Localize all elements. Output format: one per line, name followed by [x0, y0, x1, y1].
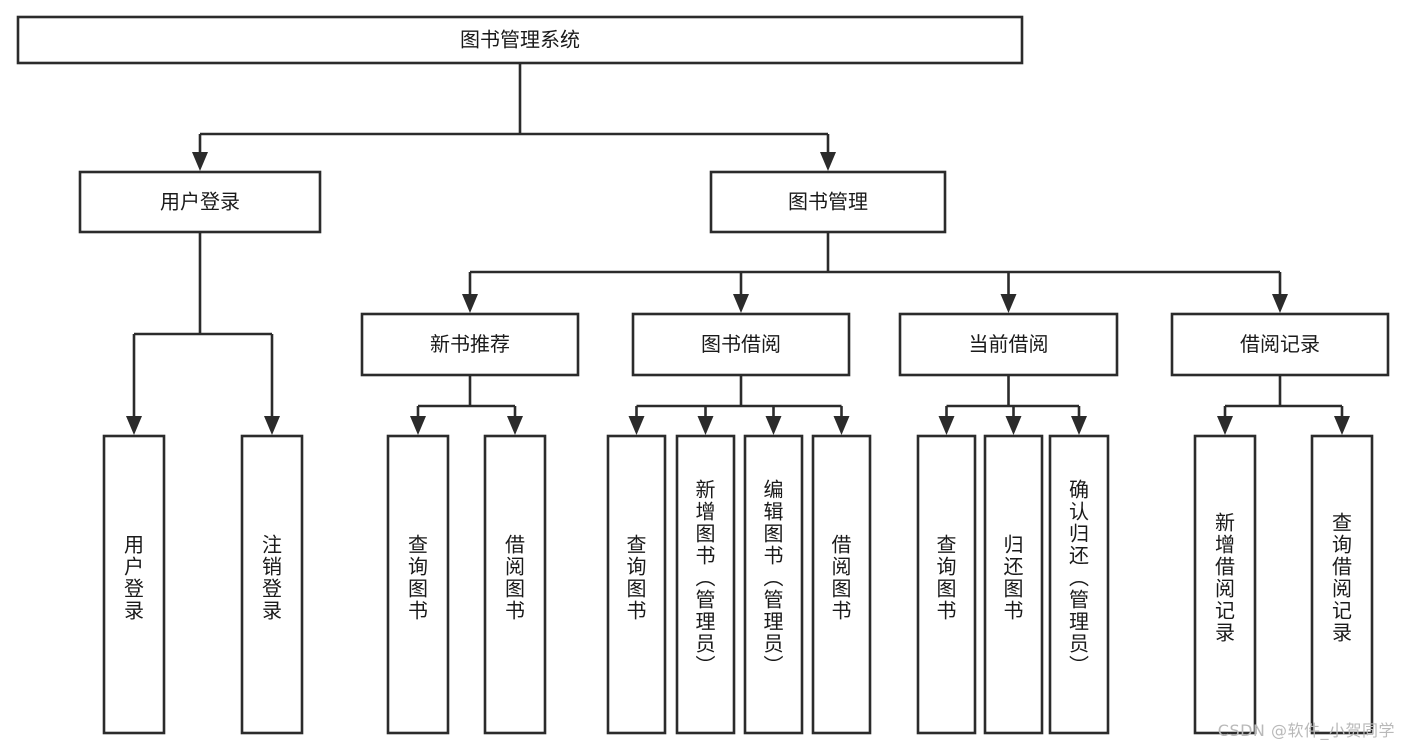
arrow-head-icon — [1217, 416, 1233, 435]
node-leaf-b-lend[interactable]: 借阅图书 — [811, 434, 872, 735]
arrow-head-icon — [126, 416, 142, 435]
node-box[interactable] — [240, 434, 304, 735]
node-label: 用户登录 — [124, 533, 144, 623]
node-l2-book[interactable]: 图书管理 — [709, 170, 947, 234]
node-box[interactable] — [1193, 434, 1257, 735]
node-box[interactable] — [483, 434, 547, 735]
node-leaf-user-login[interactable]: 用户登录 — [102, 434, 166, 735]
node-label: 查询图书 — [627, 533, 647, 623]
node-label: 查询图书 — [937, 533, 957, 623]
node-l2-user[interactable]: 用户登录 — [78, 170, 322, 234]
node-box[interactable] — [916, 434, 977, 735]
node-label: 注销登录 — [262, 533, 282, 623]
arrow-head-icon — [938, 416, 955, 435]
node-label: 归还图书 — [1004, 533, 1024, 623]
arrow-head-icon — [1071, 416, 1087, 435]
node-label: 当前借阅 — [969, 332, 1049, 356]
node-box[interactable] — [606, 434, 667, 735]
node-label: 查询图书 — [408, 533, 428, 623]
connector-layer — [126, 63, 1350, 435]
arrow-head-icon — [765, 416, 782, 435]
node-leaf-new-query[interactable]: 查询图书 — [386, 434, 450, 735]
node-label: 确认归还︵管理员︶ — [1069, 478, 1089, 678]
arrow-head-icon — [462, 294, 478, 313]
node-label: 查询借阅记录 — [1332, 511, 1352, 645]
arrow-head-icon — [697, 416, 714, 435]
csdn-watermark: CSDN @软件_小贺同学 — [1217, 721, 1395, 740]
node-label: 新增借阅记录 — [1215, 511, 1235, 645]
node-box[interactable] — [16, 15, 1024, 65]
node-box[interactable] — [1310, 434, 1374, 735]
node-box[interactable] — [102, 434, 166, 735]
arrow-head-icon — [1272, 294, 1288, 313]
node-leaf-c-query[interactable]: 查询图书 — [916, 434, 977, 735]
node-label: 图书借阅 — [701, 332, 781, 356]
arrow-head-icon — [264, 416, 280, 435]
arrow-head-icon — [1005, 416, 1022, 435]
node-box[interactable] — [983, 434, 1044, 735]
node-label: 新书推荐 — [430, 332, 510, 356]
arrow-head-icon — [507, 416, 523, 435]
node-box[interactable] — [1048, 434, 1110, 735]
node-box[interactable] — [743, 434, 804, 735]
node-leaf-b-add[interactable]: 新增图书︵管理员︶ — [675, 434, 736, 735]
node-leaf-c-confirm[interactable]: 确认归还︵管理员︶ — [1048, 434, 1110, 735]
node-label: 用户登录 — [160, 190, 240, 214]
arrow-head-icon — [192, 152, 208, 171]
node-label: 借阅图书 — [832, 533, 852, 623]
node-leaf-r-add[interactable]: 新增借阅记录 — [1193, 434, 1257, 735]
node-l3-new[interactable]: 新书推荐 — [360, 312, 580, 377]
arrow-head-icon — [820, 152, 836, 171]
node-label: 编辑图书︵管理员︶ — [764, 478, 784, 678]
node-box[interactable] — [360, 312, 580, 377]
arrow-head-icon — [628, 416, 645, 435]
node-label: 图书管理系统 — [460, 28, 580, 52]
arrow-head-icon — [733, 294, 749, 313]
node-leaf-c-return[interactable]: 归还图书 — [983, 434, 1044, 735]
node-label: 借阅记录 — [1240, 332, 1320, 356]
arrow-head-icon — [410, 416, 426, 435]
node-layer: 图书管理系统用户登录图书管理新书推荐图书借阅当前借阅借阅记录用户登录注销登录查询… — [16, 15, 1390, 735]
node-leaf-new-borrow[interactable]: 借阅图书 — [483, 434, 547, 735]
node-leaf-user-logout[interactable]: 注销登录 — [240, 434, 304, 735]
node-box[interactable] — [631, 312, 851, 377]
node-box[interactable] — [811, 434, 872, 735]
node-leaf-r-query[interactable]: 查询借阅记录 — [1310, 434, 1374, 735]
node-leaf-b-query[interactable]: 查询图书 — [606, 434, 667, 735]
node-box[interactable] — [78, 170, 322, 234]
node-l3-current[interactable]: 当前借阅 — [898, 312, 1119, 377]
node-leaf-b-edit[interactable]: 编辑图书︵管理员︶ — [743, 434, 804, 735]
node-label: 借阅图书 — [505, 533, 525, 623]
node-box[interactable] — [386, 434, 450, 735]
node-box[interactable] — [675, 434, 736, 735]
node-box[interactable] — [898, 312, 1119, 377]
arrow-head-icon — [1334, 416, 1350, 435]
node-l3-borrow[interactable]: 图书借阅 — [631, 312, 851, 377]
node-box[interactable] — [1170, 312, 1390, 377]
node-box[interactable] — [709, 170, 947, 234]
arrow-head-icon — [1000, 294, 1017, 313]
node-l3-record[interactable]: 借阅记录 — [1170, 312, 1390, 377]
node-label: 图书管理 — [788, 190, 868, 214]
node-label: 新增图书︵管理员︶ — [696, 478, 716, 678]
node-root[interactable]: 图书管理系统 — [16, 15, 1024, 65]
arrow-head-icon — [833, 416, 850, 435]
